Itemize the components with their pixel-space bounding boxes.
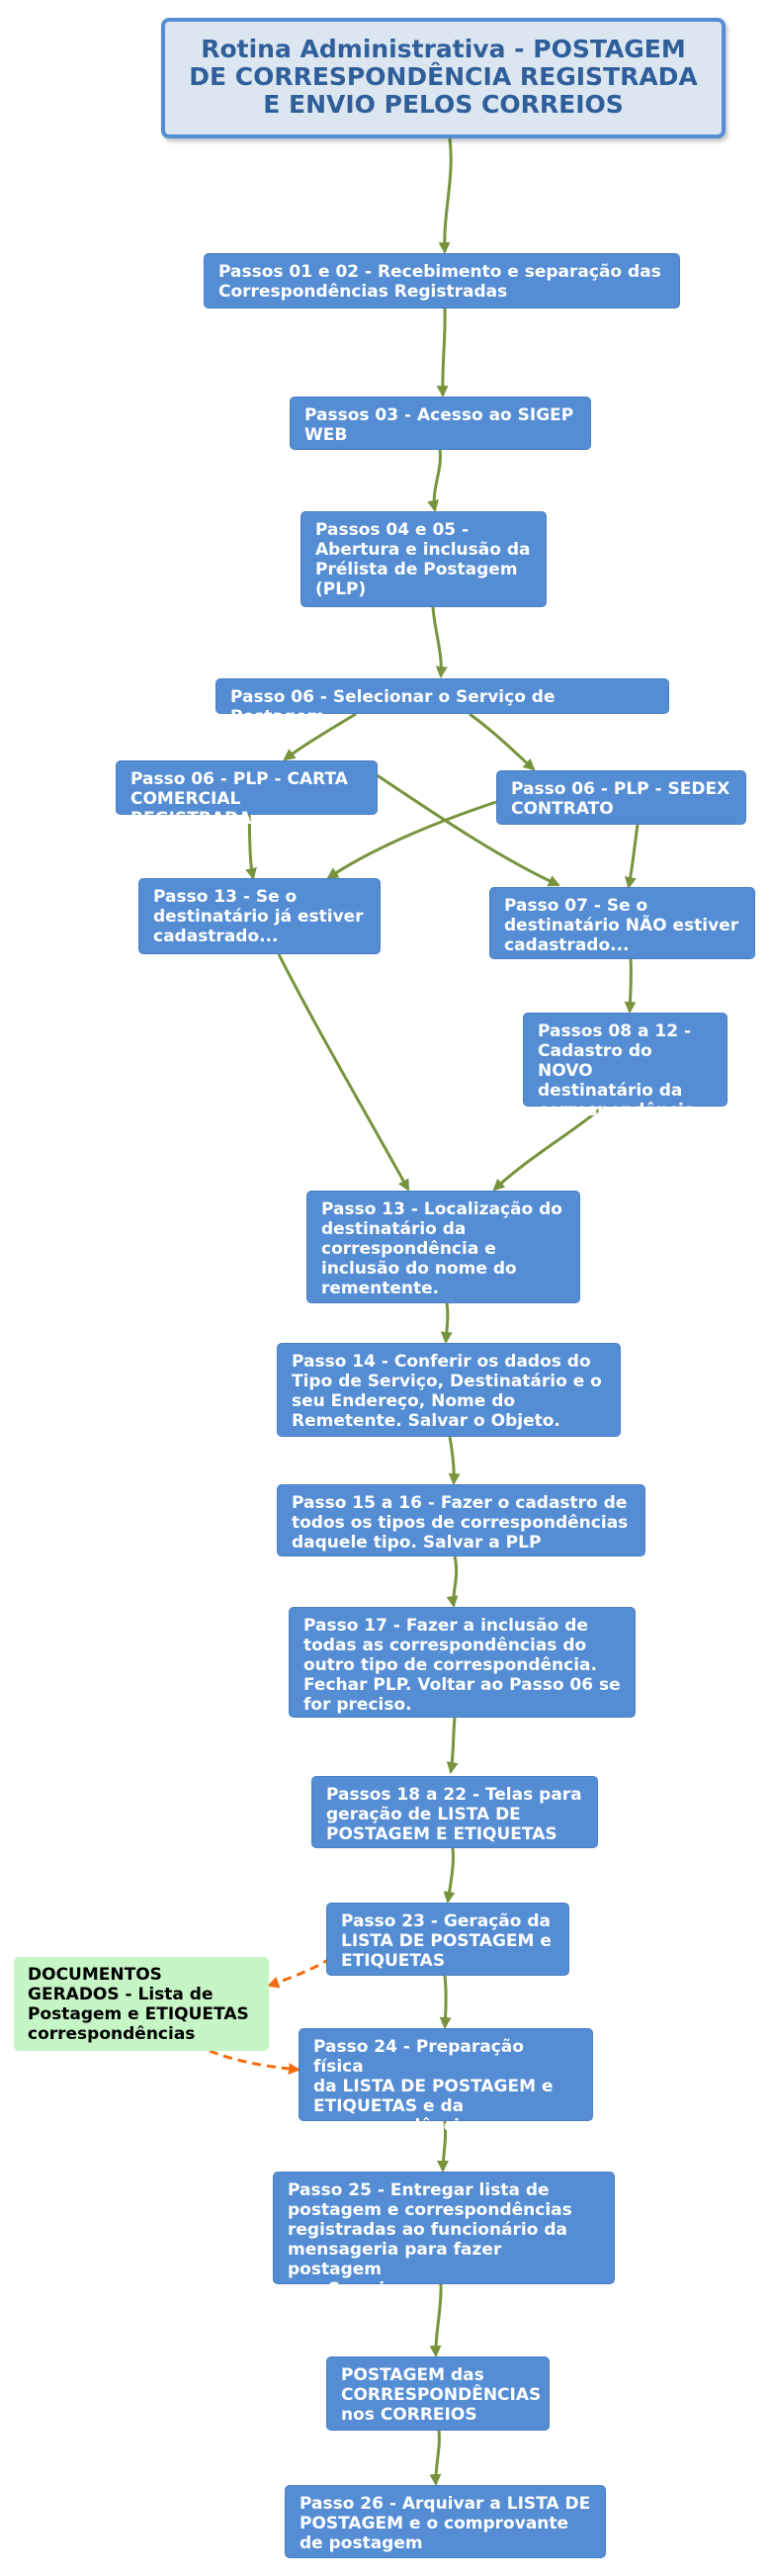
arrow-p14-to-p15 (448, 1436, 461, 1485)
arrow-p18-to-p23 (443, 1847, 456, 1904)
node-passo-15-16: Passo 15 a 16 - Fazer o cadastro de todo… (277, 1484, 645, 1556)
node-passo-13-localizacao: Passo 13 - Localização do destinatário d… (306, 1191, 580, 1303)
node-documentos-gerados: DOCUMENTOS GERADOS - Lista de Postagem e… (14, 1957, 269, 2051)
node-passo-25: Passo 25 - Entregar lista de postagem e … (273, 2172, 615, 2299)
arrow-docs-to-p24 (209, 2049, 300, 2076)
arrow-sedex-to-p07 (624, 824, 640, 889)
node-passo-26: Passo 26 - Arquivar a LISTA DE POSTAGEM … (285, 2485, 606, 2558)
arrow-p23-to-p24 (439, 1975, 452, 2029)
node-passo-13-cadastrado: Passo 13 - Se o destinatário já estiver … (138, 878, 381, 954)
arrow-carta-to-p07 (375, 772, 560, 887)
arrow-p17-to-p18 (446, 1717, 459, 1774)
arrow-carta-to-p13 (245, 814, 257, 880)
arrow-p01-to-p03 (436, 308, 449, 398)
node-passo-06-selecionar: Passo 06 - Selecionar o Serviço de Posta… (215, 678, 669, 727)
node-passo-07: Passo 07 - Se o destinatário NÃO estiver… (489, 887, 755, 959)
arrow-p06-to-sedex (469, 712, 536, 771)
node-passo-14: Passo 14 - Conferir os dados do Tipo de … (277, 1343, 621, 1437)
node-passos-18-22: Passos 18 a 22 - Telas para geração de L… (311, 1776, 598, 1848)
arrow-p03-to-p04 (427, 449, 442, 512)
node-passos-08-12: Passos 08 a 12 - Cadastro do NOVO destin… (523, 1013, 728, 1120)
node-passos-04-05: Passos 04 e 05 - Abertura e inclusão da … (300, 511, 547, 607)
arrow-p23-to-docs (267, 1956, 332, 1989)
arrow-p13cad-to-p13loc (277, 953, 410, 1192)
node-passo-06-sedex: Passo 06 - PLP - SEDEX CONTRATO (496, 770, 746, 825)
node-passos-01-02: Passos 01 e 02 - Recebimento e separação… (204, 253, 680, 309)
node-passo-23: Passo 23 - Geração da LISTA DE POSTAGEM … (326, 1903, 569, 1976)
arrow-p15-to-p17 (446, 1555, 459, 1608)
node-passo-03: Passos 03 - Acesso ao SIGEP WEB (290, 397, 591, 450)
arrow-p25-to-postagem (429, 2283, 443, 2357)
arrow-p13loc-to-p14 (440, 1302, 453, 1344)
arrow-p24-to-p25 (437, 2120, 450, 2173)
arrow-p06-to-carta (283, 712, 357, 761)
arrow-p07-to-p08 (624, 958, 637, 1014)
arrow-postagem-to-p26 (429, 2430, 442, 2486)
arrow-title-to-p01 (438, 137, 453, 254)
node-postagem-correios: POSTAGEM das CORRESPONDÊNCIAS nos CORREI… (326, 2356, 550, 2431)
node-passo-17: Passo 17 - Fazer a inclusão de todas as … (289, 1607, 636, 1718)
node-passo-24: Passo 24 - Preparação física da LISTA DE… (299, 2028, 593, 2136)
diagram-title: Rotina Administrativa - POSTAGEM DE CORR… (161, 18, 726, 138)
arrow-sedex-to-p13 (326, 800, 497, 880)
arrow-p04-to-p06 (431, 606, 448, 678)
arrow-p08-to-p13loc (492, 1105, 604, 1192)
node-passo-06-carta: Passo 06 - PLP - CARTA COMERCIAL REGISTR… (116, 760, 378, 829)
